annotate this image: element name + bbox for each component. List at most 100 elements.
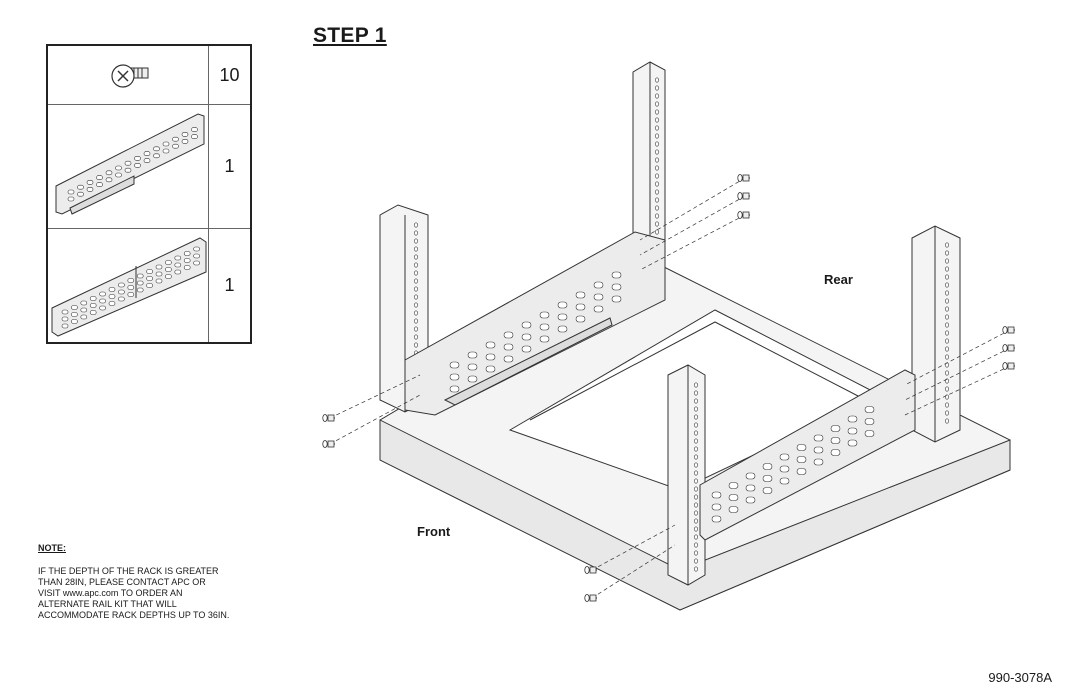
- rail-slot: [108, 301, 116, 306]
- post-hole: [655, 77, 659, 83]
- rail-slot: [711, 491, 722, 499]
- rail-slot: [745, 484, 756, 492]
- rail-slot: [485, 365, 496, 373]
- rail-slot: [155, 271, 163, 277]
- rail-slot: [105, 177, 113, 183]
- rail-slot: [115, 165, 122, 171]
- document-number: 990-3078A: [988, 670, 1052, 685]
- rail-slot: [485, 341, 496, 349]
- post-hole: [694, 430, 698, 436]
- post-hole: [414, 270, 418, 276]
- post-hole: [694, 494, 698, 500]
- post-hole: [655, 189, 659, 195]
- post-hole: [414, 278, 418, 284]
- post-hole: [945, 250, 949, 256]
- rail-slot: [99, 291, 106, 297]
- note-heading: NOTE:: [38, 543, 66, 553]
- rail-slot: [449, 361, 460, 369]
- post-hole: [414, 230, 418, 236]
- post-hole: [694, 438, 698, 444]
- post-hole: [414, 246, 418, 252]
- rail-slot: [830, 449, 841, 456]
- rail-slot: [711, 515, 722, 523]
- right-rail: [699, 369, 916, 541]
- post-hole: [655, 165, 659, 171]
- short-rail-icon: [55, 113, 205, 215]
- post-hole: [945, 386, 949, 392]
- post-hole: [945, 370, 949, 376]
- step-title: STEP 1: [313, 24, 387, 47]
- rail-slot: [593, 293, 604, 301]
- rail-slot: [127, 278, 135, 283]
- rail-slot: [67, 196, 75, 202]
- rail-slot: [153, 153, 160, 159]
- front-right-post: [667, 364, 706, 586]
- rail-slot: [611, 271, 622, 279]
- rail-slot: [124, 167, 132, 173]
- rail-slot: [146, 276, 153, 281]
- rail-slot: [813, 446, 824, 454]
- rail-slot: [155, 264, 163, 270]
- rail-slot: [557, 301, 568, 309]
- parts-table: 10 1 1: [46, 44, 252, 344]
- rail-slot: [71, 305, 78, 310]
- post-hole: [414, 254, 418, 260]
- post-hole: [655, 221, 659, 227]
- post-hole: [945, 394, 949, 400]
- rail-slot: [174, 255, 182, 261]
- rail-slot: [779, 453, 790, 461]
- rail-slot: [745, 496, 756, 504]
- rail-slot: [153, 146, 160, 152]
- post-hole: [694, 454, 698, 460]
- rail-slot: [521, 333, 532, 341]
- rail-slot: [127, 285, 135, 290]
- post-hole: [655, 229, 659, 235]
- rail-slot: [193, 253, 200, 259]
- rail-slot: [728, 482, 739, 489]
- post-hole: [694, 526, 698, 532]
- rail-slot: [136, 287, 144, 293]
- rail-slot: [165, 274, 172, 279]
- post-hole: [945, 306, 949, 312]
- part-row-screw: 10: [48, 46, 250, 105]
- post-hole: [694, 566, 698, 572]
- rail-slot: [575, 303, 586, 311]
- rail-slot: [449, 373, 460, 381]
- long-rail-icon: [51, 237, 207, 337]
- rail-slot: [118, 289, 125, 295]
- rail-slot: [864, 418, 875, 425]
- post-hole: [945, 298, 949, 304]
- post-hole: [694, 382, 698, 388]
- part-row-long-rail: 1: [48, 228, 250, 342]
- post-hole: [655, 181, 659, 187]
- rail-slot: [762, 475, 773, 482]
- rail-slot: [728, 494, 739, 501]
- post-hole: [414, 342, 418, 348]
- post-hole: [414, 222, 418, 228]
- post-hole: [945, 314, 949, 320]
- post-hole: [694, 518, 698, 524]
- screws: [322, 174, 1016, 602]
- rail-slot: [67, 189, 75, 195]
- rail-slot: [864, 430, 875, 437]
- rail-slot: [521, 345, 532, 353]
- rail-slot: [80, 300, 88, 306]
- rail-slot: [191, 127, 198, 132]
- rail-slot: [796, 456, 807, 463]
- rail-slot: [796, 468, 807, 475]
- rail-slot: [864, 406, 875, 413]
- rail-slot: [575, 315, 586, 323]
- post-hole: [694, 502, 698, 508]
- post-hole: [945, 338, 949, 344]
- post-hole: [414, 310, 418, 316]
- rail-slot: [503, 343, 514, 351]
- rail-slot: [99, 298, 106, 304]
- rail-slot: [77, 191, 84, 197]
- note-body: IF THE DEPTH OF THE RACK IS GREATER THAN…: [38, 566, 230, 620]
- rail-slot: [146, 269, 153, 274]
- rail-slot: [174, 262, 182, 268]
- post-hole: [945, 266, 949, 272]
- rear-label: Rear: [824, 272, 853, 287]
- post-hole: [694, 446, 698, 452]
- post-hole: [945, 274, 949, 280]
